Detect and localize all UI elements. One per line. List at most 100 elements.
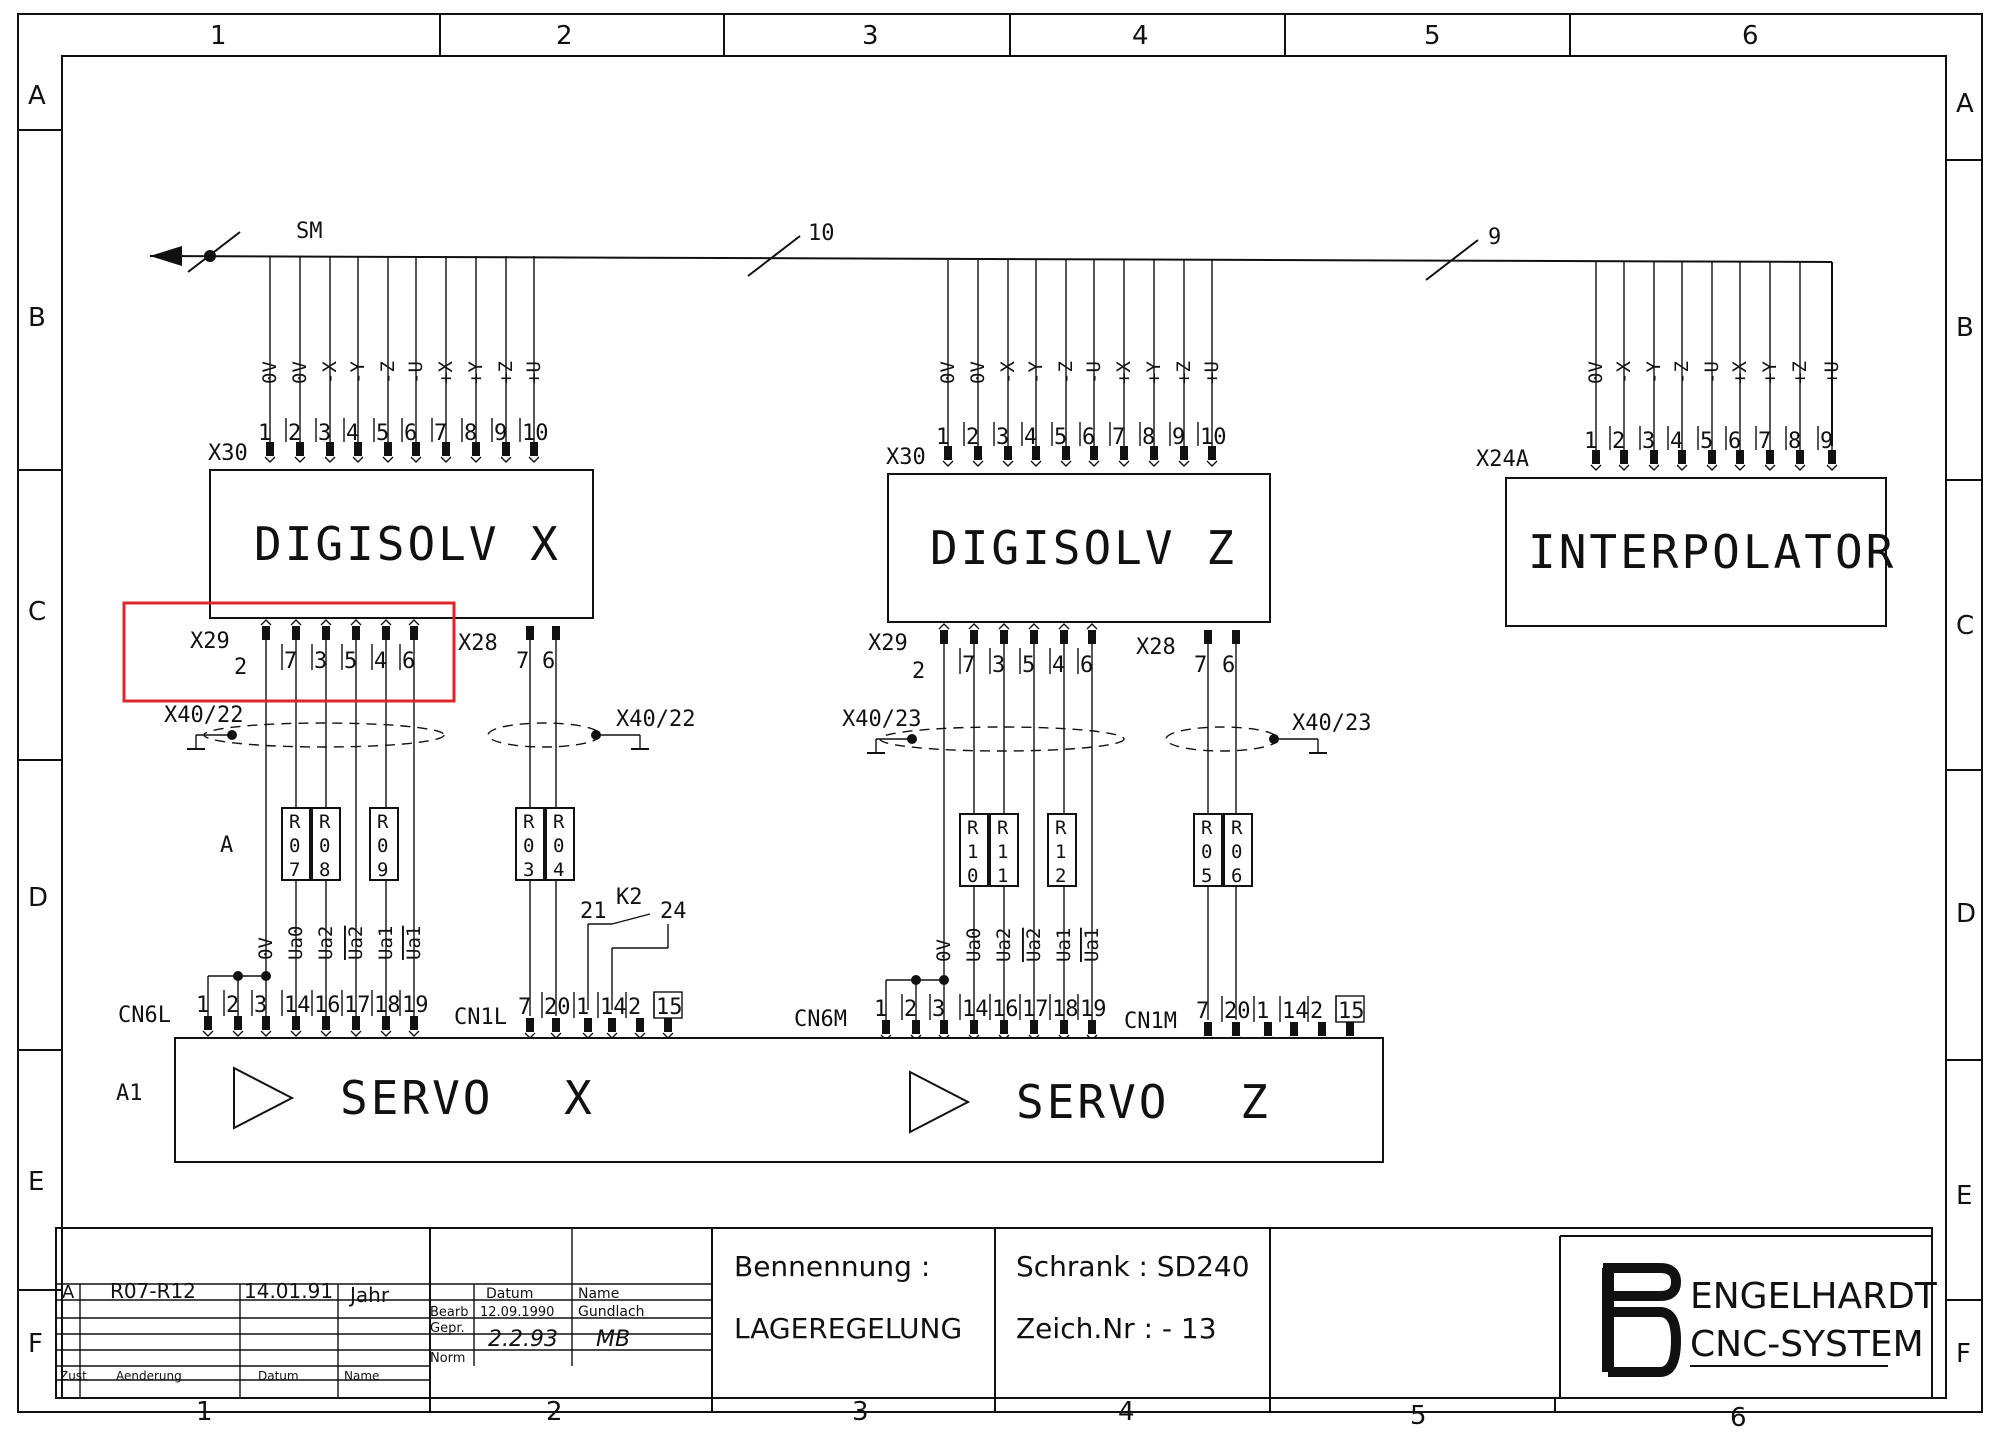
x24a-pin-9-tick — [1826, 464, 1838, 471]
z-resistor-2-char-3: 1 — [997, 865, 1008, 887]
tb-benennung-label: Bennennung : — [734, 1250, 930, 1283]
tb-rev-change: R07-R12 — [110, 1279, 196, 1303]
x-x29-pin-3 — [322, 626, 330, 640]
x24a-pin-3 — [1650, 450, 1658, 464]
x30-b-signal-4: -Y — [1025, 361, 1047, 384]
x30-a-pin-7-tick — [440, 456, 452, 463]
x-x29-pin-1 — [262, 626, 270, 640]
x30-b-pin-num-10: 10 — [1200, 425, 1227, 450]
x-resistor-5-char-3: 4 — [553, 859, 564, 881]
z-x29-pin-5 — [1060, 630, 1068, 644]
x-cn6-pin-num-4: 14 — [284, 993, 311, 1018]
relay-pin-21: 21 — [580, 899, 607, 924]
x24a-name: X24A — [1476, 447, 1529, 472]
x30-a-signal-4: -Y — [347, 361, 369, 384]
x30-a-pin-10 — [530, 442, 538, 456]
interpolator-label: INTERPOLATOR — [1528, 525, 1896, 579]
tb-year: Jahr — [348, 1283, 390, 1307]
z-resistor-5-char-2: 0 — [1231, 841, 1242, 863]
x-cn6-pin-num-5: 16 — [314, 993, 341, 1018]
z-x29-tick-5 — [1058, 623, 1070, 630]
x24a-pin-1 — [1592, 450, 1600, 464]
x30-b-signal-9: +Z — [1173, 361, 1195, 384]
tb-hdr-name: Name — [578, 1286, 619, 1302]
relay-label: K2 — [616, 885, 643, 910]
x-cn6-pin-7-tick — [380, 1030, 392, 1037]
z-cn1-pin15-box — [1335, 995, 1365, 1023]
a-mark: A — [220, 833, 233, 858]
x30-a-pin-6 — [412, 442, 420, 456]
z-resistor-1 — [959, 813, 989, 887]
x30-b-pin-num-9: 9 — [1172, 425, 1185, 450]
x-x29-tick-5 — [380, 619, 392, 626]
x30-b-signal-5: -Z — [1055, 361, 1077, 384]
z-x29-pin-1 — [940, 630, 948, 644]
servo-designator: A1 — [116, 1081, 143, 1106]
digisolv-z-block — [887, 473, 1271, 623]
col-label-5: 5 — [1424, 21, 1441, 51]
x-cn1-pin-3 — [584, 1018, 592, 1032]
highlight-box-x29 — [122, 601, 456, 703]
x30-b-signal-10: +U — [1201, 361, 1223, 384]
x-cn1-pin-num-5: 2 — [628, 995, 641, 1020]
company-name-line2: CNC-SYSTEM — [1690, 1324, 1924, 1365]
z-resistor-5 — [1223, 813, 1253, 887]
cn1l-name: CN1L — [454, 1005, 507, 1030]
x-cn1-pin-num-2: 20 — [544, 995, 571, 1020]
tb-col-name: Name — [344, 1369, 379, 1383]
z-cn6-pin-6 — [1030, 1020, 1038, 1034]
x-cn6-pin-8 — [410, 1016, 418, 1030]
x30-b-pin-num-8: 8 — [1142, 425, 1155, 450]
row-label-right-b: B — [1956, 313, 1974, 343]
bus-wire-count-10: 10 — [808, 221, 835, 246]
row-label-c: C — [28, 597, 46, 627]
x-cn6-pin-7 — [382, 1016, 390, 1030]
x29-a-name: X29 — [190, 629, 230, 654]
x-resistor-2 — [311, 807, 341, 881]
x-resistor-1-char-3: 7 — [289, 859, 300, 881]
x-cn6-pin-6 — [352, 1016, 360, 1030]
tb-bearb-date: 12.09.1990 — [480, 1305, 554, 1320]
row-label-e: E — [28, 1167, 44, 1197]
tb-gepr-name: MB — [596, 1327, 630, 1352]
z-servo-signal-5: Ua1 — [1053, 928, 1075, 962]
x-x28-pin-num-2: 6 — [542, 649, 555, 674]
col-label-1: 1 — [210, 21, 227, 51]
z-x29-tick-1 — [938, 623, 950, 630]
x24a-signal-5: -U — [1701, 361, 1723, 384]
x-cn1-pin-num-1: 7 — [518, 995, 531, 1020]
x24a-signal-7: +Y — [1759, 361, 1781, 384]
x-x29-tick-6 — [408, 619, 420, 626]
x30-b-pin-6 — [1090, 446, 1098, 460]
engelhardt-logo-icon — [1602, 1263, 1888, 1377]
x30-a-pin-num-6: 6 — [404, 421, 417, 446]
x-servo-signal-6: Ua1 — [403, 926, 425, 960]
z-resistor-4-char-3: 5 — [1201, 865, 1212, 887]
servo-z-amplifier-icon — [909, 1070, 971, 1134]
x30-a-pin-2 — [296, 442, 304, 456]
x-servo-signal-5: Ua1 — [375, 926, 397, 960]
x-cn1-pin-num-4: 14 — [600, 995, 627, 1020]
tb-hdr-date: Datum — [486, 1286, 533, 1302]
z-cn1-pin-3 — [1264, 1022, 1272, 1036]
x-x29-pin-2 — [292, 626, 300, 640]
x30-b-pin-3 — [1004, 446, 1012, 460]
x30-b-pin-num-3: 3 — [996, 425, 1009, 450]
x-cn1-pin-2 — [552, 1018, 560, 1032]
x30-a-pin-9-tick — [500, 456, 512, 463]
x-servo-signal-4: Ua2 — [345, 926, 367, 960]
x24a-pin-4 — [1678, 450, 1686, 464]
x30-a-pin-1-tick — [264, 456, 276, 463]
x30-a-pin-3 — [326, 442, 334, 456]
x24a-pin-8 — [1796, 450, 1804, 464]
z-resistor-1-char-3: 0 — [967, 865, 978, 887]
x24a-pin-num-1: 1 — [1584, 429, 1597, 454]
x-x29-pin-5 — [382, 626, 390, 640]
x30-b-pin-9 — [1180, 446, 1188, 460]
shield-label-2: X40/22 — [616, 707, 695, 732]
z-x28-pin-num-1: 7 — [1194, 653, 1207, 678]
row-label-right-f: F — [1956, 1339, 1971, 1369]
x30-a-pin-num-5: 5 — [376, 421, 389, 446]
x24a-pin-num-2: 2 — [1612, 429, 1625, 454]
